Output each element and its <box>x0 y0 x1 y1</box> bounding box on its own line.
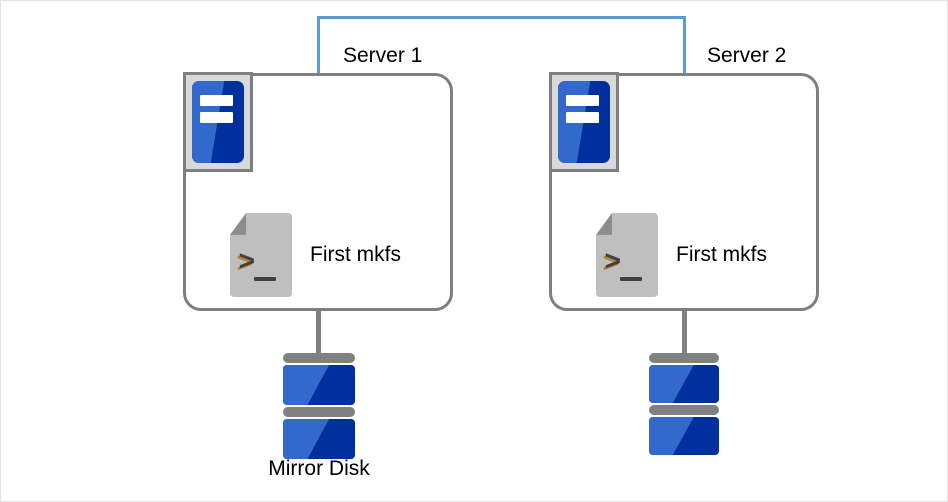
disk-plate-mid-2 <box>649 405 719 415</box>
mirror-disk-label: Mirror Disk <box>268 457 370 480</box>
server-rack-icon-body <box>558 81 610 163</box>
server-rack-icon <box>549 72 619 172</box>
prompt-chevron-icon: > <box>238 244 256 276</box>
disk-platter-upper-2 <box>649 365 719 403</box>
disk-stack-icon-1 <box>283 353 355 461</box>
prompt-cursor-icon <box>253 276 276 281</box>
server-rack-icon-body <box>192 81 244 163</box>
disk-platter-lower-1 <box>283 419 355 459</box>
server-1-process-group: > First mkfs <box>230 213 401 297</box>
server-1-process-label: First mkfs <box>310 243 401 266</box>
disk-plate-top-2 <box>649 353 719 363</box>
server-2-label: Server 2 <box>707 44 787 67</box>
prompt-cursor-icon <box>619 276 642 281</box>
disk-plate-mid-1 <box>283 407 355 417</box>
server-interconnect-link <box>317 16 686 74</box>
disk-stack-icon-2 <box>649 353 719 457</box>
document-fold-corner <box>596 213 613 235</box>
server-2-disk-connector <box>682 309 687 355</box>
disk-plate-top-1 <box>283 353 355 363</box>
disk-platter-lower-2 <box>649 417 719 455</box>
terminal-document-icon: > <box>596 213 658 297</box>
terminal-document-icon: > <box>230 213 292 297</box>
server-1-label: Server 1 <box>343 44 423 67</box>
server-rack-slot-2 <box>200 112 233 123</box>
prompt-chevron-icon: > <box>604 244 622 276</box>
server-rack-icon <box>183 72 253 172</box>
server-rack-slot-2 <box>566 112 599 123</box>
disk-platter-upper-1 <box>283 365 355 405</box>
server-2-process-label: First mkfs <box>676 243 767 266</box>
server-2-process-group: > First mkfs <box>596 213 767 297</box>
server-rack-slot-1 <box>566 94 599 106</box>
server-rack-slot-1 <box>200 94 233 106</box>
server-1-disk-connector <box>316 309 321 355</box>
document-fold-corner <box>230 213 247 235</box>
